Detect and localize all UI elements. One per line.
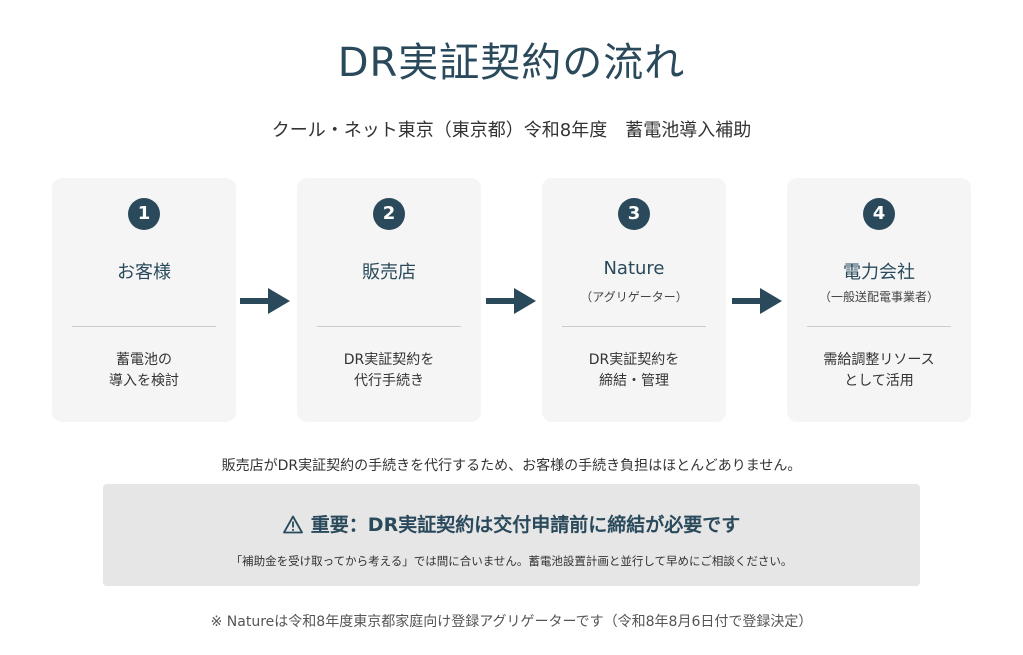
step-description-line: 需給調整リソース (823, 352, 935, 368)
step-description-line: 締結・管理 (599, 373, 669, 389)
step-subtitle: （一般送配電事業者） (818, 290, 939, 304)
step-description-line: 導入を検討 (109, 373, 179, 389)
alert-body: 「補助金を受け取ってから考える」では間に合いません。蓄電池設置計画と並行して早め… (230, 554, 793, 568)
step-description: DR実証契約を 締結・管理 (542, 350, 726, 392)
step-description-line: DR実証契約を (343, 352, 435, 368)
step-subtitle: （アグリゲーター） (580, 290, 688, 304)
alert-heading-text: 重要：DR実証契約は交付申請前に締結が必要です (310, 514, 741, 536)
card-divider (317, 326, 461, 327)
step-title: お客様 (117, 262, 171, 283)
card-divider (72, 326, 216, 327)
step-description-line: 蓄電池の (116, 352, 172, 368)
step-card-power-company: 4 電力会社 （一般送配電事業者） 需給調整リソース として活用 (787, 178, 971, 422)
step-title: 電力会社 (843, 262, 915, 283)
arrow-right-icon (732, 288, 782, 314)
step-description: 需給調整リソース として活用 (787, 350, 971, 392)
card-divider (807, 326, 951, 327)
page-title: DR実証契約の流れ (337, 40, 686, 86)
step-number-badge: 2 (373, 198, 405, 230)
page-subtitle: クール・ネット東京（東京都）令和8年度 蓄電池導入補助 (271, 120, 752, 141)
step-description: 蓄電池の 導入を検討 (52, 350, 236, 392)
card-divider (562, 326, 706, 327)
step-title: Nature (603, 258, 665, 279)
step-card-customer: 1 お客様 蓄電池の 導入を検討 (52, 178, 236, 422)
step-description-line: 代行手続き (354, 373, 424, 389)
arrow-right-icon (240, 288, 290, 314)
alert-heading: 重要：DR実証契約は交付申請前に締結が必要です (103, 510, 920, 537)
step-description-line: DR実証契約を (588, 352, 680, 368)
step-card-aggregator: 3 Nature （アグリゲーター） DR実証契約を 締結・管理 (542, 178, 726, 422)
step-description: DR実証契約を 代行手続き (297, 350, 481, 392)
flow-note: 販売店がDR実証契約の手続きを代行するため、お客様の手続き負担はほとんどありませ… (221, 458, 802, 474)
footnote: ※ Natureは令和8年度東京都家庭向け登録アグリゲーターです（令和8年8月6… (210, 614, 813, 630)
arrow-right-icon (486, 288, 536, 314)
step-number-badge: 3 (618, 198, 650, 230)
step-number-badge: 4 (863, 198, 895, 230)
step-card-retailer: 2 販売店 DR実証契約を 代行手続き (297, 178, 481, 422)
important-alert-box: 重要：DR実証契約は交付申請前に締結が必要です 「補助金を受け取ってから考える」… (103, 484, 920, 586)
warning-icon (282, 515, 303, 534)
step-title: 販売店 (362, 262, 416, 283)
step-description-line: として活用 (844, 373, 914, 389)
step-number-badge: 1 (128, 198, 160, 230)
